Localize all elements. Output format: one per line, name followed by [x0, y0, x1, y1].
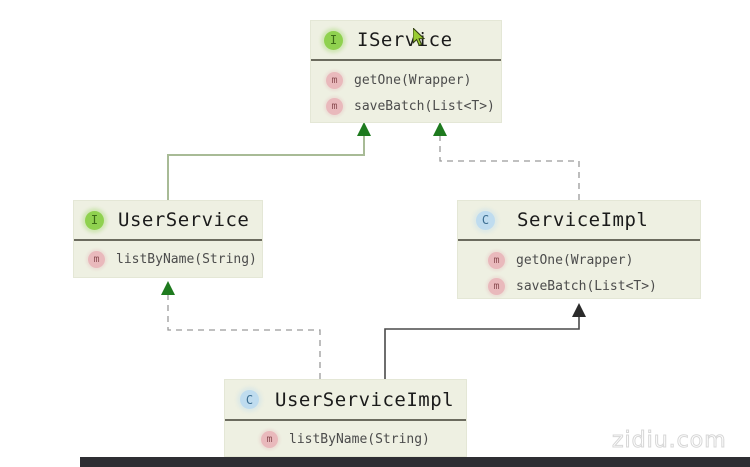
member-label: saveBatch(List<T>) — [354, 98, 495, 114]
class-name-serviceimpl: ServiceImpl — [517, 209, 649, 231]
method-icon: m — [326, 71, 343, 89]
bottom-bar — [80, 457, 750, 467]
interface-icon: I — [85, 210, 104, 230]
class-header-serviceimpl: C ServiceImpl — [458, 201, 700, 241]
edge-serviceimpl-to-iservice — [433, 122, 580, 200]
class-members-serviceimpl: m getOne(Wrapper) m saveBatch(List<T>) — [458, 241, 700, 306]
member-row[interactable]: m saveBatch(List<T>) — [311, 93, 501, 119]
member-row[interactable]: m listByName(String) — [225, 427, 466, 451]
method-icon: m — [261, 430, 278, 448]
member-row[interactable]: m getOne(Wrapper) — [311, 67, 501, 93]
class-box-userserviceimpl[interactable]: C UserServiceImpl m listByName(String) — [224, 379, 467, 457]
method-icon: m — [488, 277, 505, 295]
class-header-userservice: I UserService — [74, 201, 262, 241]
edge-userserviceimpl-to-userservice — [161, 281, 321, 379]
class-name-iservice: IService — [357, 29, 453, 51]
class-icon: C — [476, 210, 495, 230]
class-header-userserviceimpl: C UserServiceImpl — [225, 380, 466, 421]
method-icon: m — [88, 250, 105, 268]
member-row[interactable]: m getOne(Wrapper) — [458, 247, 700, 273]
class-box-userservice[interactable]: I UserService m listByName(String) — [73, 200, 263, 278]
class-name-userservice: UserService — [118, 209, 250, 231]
interface-icon: I — [324, 30, 343, 50]
class-members-userservice: m listByName(String) — [74, 241, 262, 278]
member-label: listByName(String) — [116, 251, 257, 267]
edge-userserviceimpl-to-serviceimpl — [384, 303, 586, 379]
watermark: zidiu.com — [612, 428, 727, 454]
class-box-iservice[interactable]: I IService m getOne(Wrapper) m saveBatch… — [310, 20, 502, 123]
member-label: getOne(Wrapper) — [354, 72, 472, 88]
edge-userservice-to-iservice — [167, 122, 371, 200]
member-label: getOne(Wrapper) — [516, 252, 634, 268]
member-label: listByName(String) — [289, 431, 430, 447]
class-header-iservice: I IService — [311, 21, 501, 61]
class-name-userserviceimpl: UserServiceImpl — [275, 388, 455, 411]
member-label: saveBatch(List<T>) — [516, 278, 657, 294]
method-icon: m — [488, 251, 505, 269]
class-box-serviceimpl[interactable]: C ServiceImpl m getOne(Wrapper) m saveBa… — [457, 200, 701, 299]
class-members-iservice: m getOne(Wrapper) m saveBatch(List<T>) — [311, 61, 501, 126]
member-row[interactable]: m saveBatch(List<T>) — [458, 273, 700, 299]
class-icon: C — [240, 390, 259, 409]
class-members-userserviceimpl: m listByName(String) — [225, 421, 466, 458]
member-row[interactable]: m listByName(String) — [74, 247, 262, 271]
method-icon: m — [326, 97, 343, 115]
